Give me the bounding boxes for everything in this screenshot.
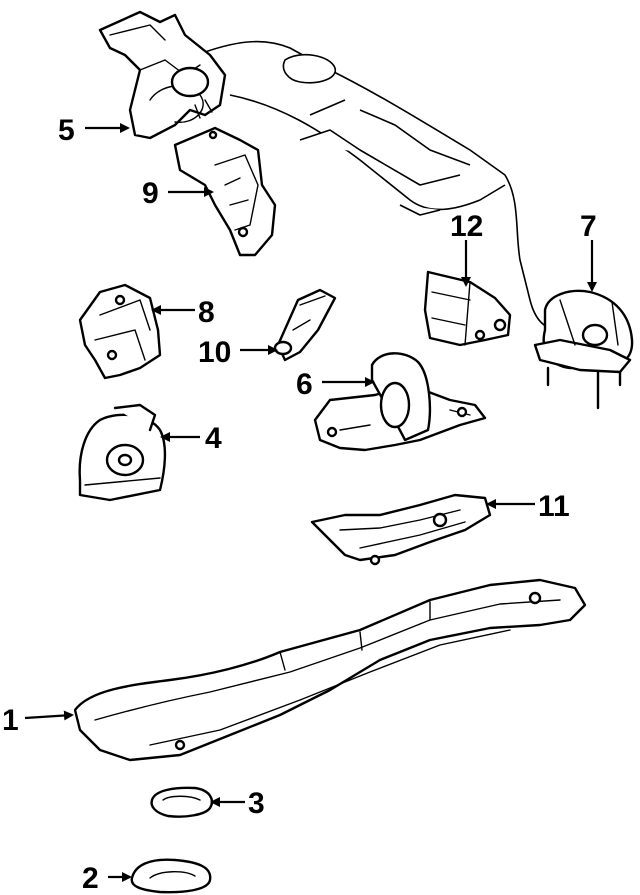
callout-4: 4 [205, 422, 222, 455]
callout-5: 5 [58, 114, 75, 147]
callout-12: 12 [450, 210, 483, 243]
callout-7: 7 [580, 210, 597, 243]
part-8-bracket [78, 283, 162, 380]
part-5-upper-mount [98, 10, 227, 140]
part-6-mount [313, 352, 487, 452]
leader-lines [24, 123, 597, 882]
callout-2: 2 [82, 862, 99, 895]
part-7-right-mount [533, 289, 634, 410]
callout-11: 11 [538, 490, 570, 523]
leader-1 [24, 710, 74, 721]
part-2-pad [130, 858, 212, 894]
part-3-pad [150, 786, 214, 818]
callout-8: 8 [198, 296, 215, 329]
callout-3: 3 [248, 787, 265, 820]
part-12-bracket [423, 270, 512, 347]
part-4-mount [78, 403, 167, 502]
part-10-strap [273, 288, 337, 362]
part-11-plate [310, 493, 492, 566]
callout-9: 9 [142, 177, 159, 210]
engine-block-outline [204, 40, 561, 331]
callout-6: 6 [296, 368, 313, 401]
part-1-crossmember [73, 578, 587, 762]
callout-1: 1 [2, 704, 19, 737]
callout-10: 10 [198, 336, 231, 369]
callout-labels: 1 2 3 4 5 6 7 8 9 10 11 12 [2, 114, 597, 895]
